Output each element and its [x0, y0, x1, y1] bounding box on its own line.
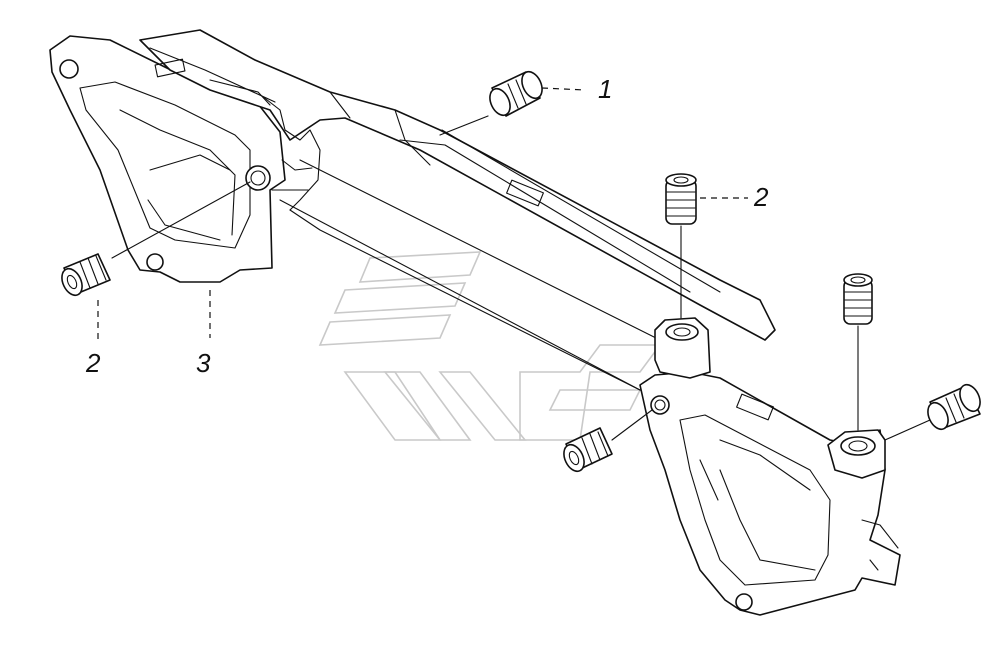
plug-2-right — [843, 273, 873, 325]
callout-1: 1 — [598, 74, 612, 104]
callout-2-left: 2 — [85, 348, 101, 378]
callout-3: 3 — [196, 348, 211, 378]
watermark-logo — [318, 251, 662, 441]
plug-1-top — [489, 70, 543, 117]
callout-2-right: 2 — [753, 182, 769, 212]
plug-2-lower — [563, 427, 613, 473]
plug-1-right — [927, 383, 981, 431]
plug-2-upper — [665, 173, 697, 225]
leader-lines — [97, 87, 931, 441]
manifold-body — [49, 29, 901, 616]
plug-2-left — [61, 253, 111, 297]
